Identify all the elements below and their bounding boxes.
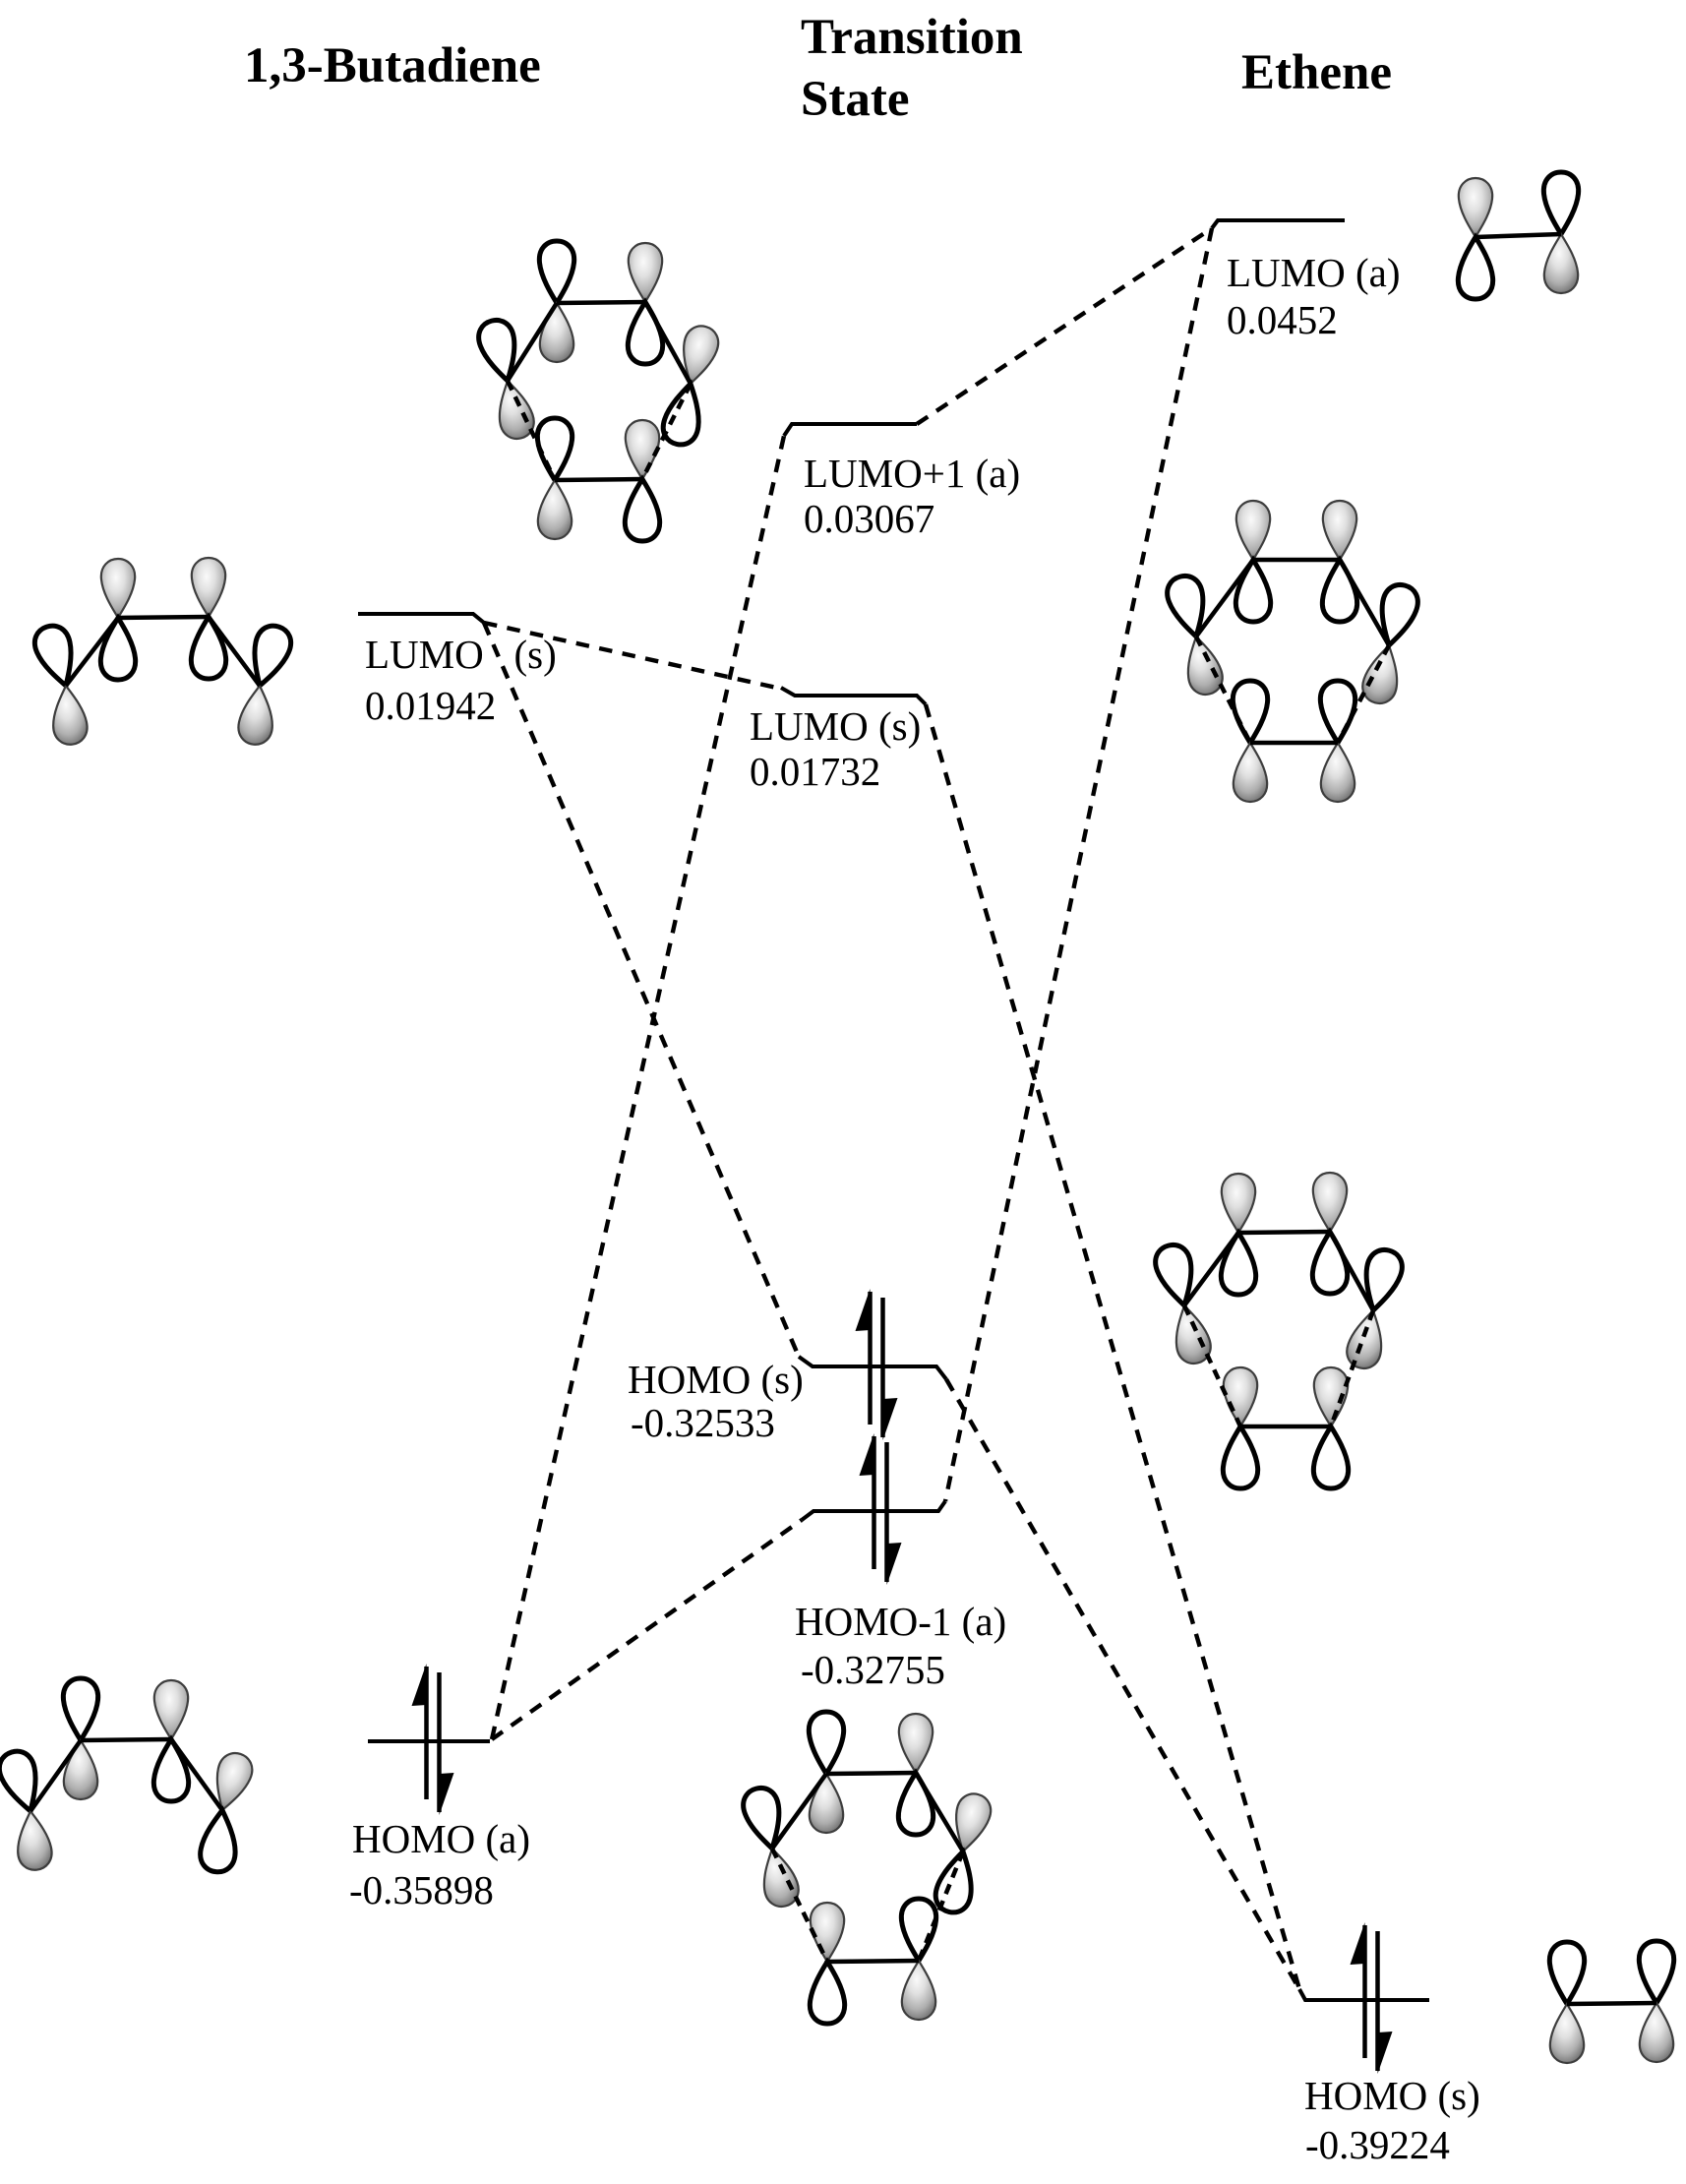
svg-text:Ethene: Ethene xyxy=(1241,45,1392,100)
svg-text:-0.35898: -0.35898 xyxy=(349,1867,494,1912)
svg-text:-0.32755: -0.32755 xyxy=(801,1647,945,1692)
svg-text:1,3-Butadiene: 1,3-Butadiene xyxy=(244,38,541,93)
svg-text:Transition: Transition xyxy=(801,10,1023,65)
svg-text:0.01732: 0.01732 xyxy=(750,749,880,794)
svg-text:LUMO (s): LUMO (s) xyxy=(365,632,557,677)
svg-text:HOMO (s): HOMO (s) xyxy=(1304,2073,1480,2118)
svg-text:LUMO (s): LUMO (s) xyxy=(750,703,921,749)
svg-text:HOMO (s): HOMO (s) xyxy=(628,1357,804,1402)
svg-text:0.0452: 0.0452 xyxy=(1227,297,1338,342)
svg-text:State: State xyxy=(801,72,909,127)
svg-text:LUMO+1 (a): LUMO+1 (a) xyxy=(804,451,1020,496)
svg-text:HOMO (a): HOMO (a) xyxy=(352,1816,530,1861)
svg-text:0.03067: 0.03067 xyxy=(804,496,934,541)
svg-text:-0.32533: -0.32533 xyxy=(631,1400,775,1445)
svg-text:LUMO (a): LUMO (a) xyxy=(1227,250,1400,295)
svg-text:0.01942: 0.01942 xyxy=(365,683,496,728)
svg-text:HOMO-1 (a): HOMO-1 (a) xyxy=(795,1599,1006,1644)
svg-text:-0.39224: -0.39224 xyxy=(1305,2122,1450,2167)
